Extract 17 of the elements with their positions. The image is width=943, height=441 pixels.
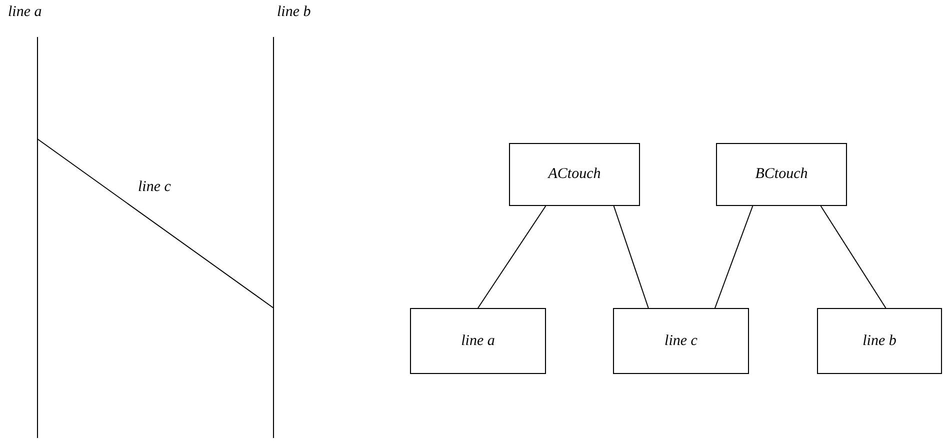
process-box (613, 308, 749, 374)
process-box (410, 308, 546, 374)
connector-line (478, 206, 546, 308)
process-box (817, 308, 942, 374)
line-label: line b (277, 4, 311, 21)
process-box (716, 143, 847, 206)
box-label: line a (461, 332, 495, 350)
line-label: line c (138, 179, 171, 196)
box-label: ACtouch (548, 166, 601, 183)
box-label: line b (862, 332, 896, 350)
box-label: line c (664, 332, 698, 350)
box-label: BCtouch (755, 166, 808, 183)
connector-line (820, 206, 886, 308)
line-label: line a (8, 4, 42, 21)
process-box (509, 143, 640, 206)
connector-line (714, 206, 754, 308)
connector-line (613, 206, 649, 308)
